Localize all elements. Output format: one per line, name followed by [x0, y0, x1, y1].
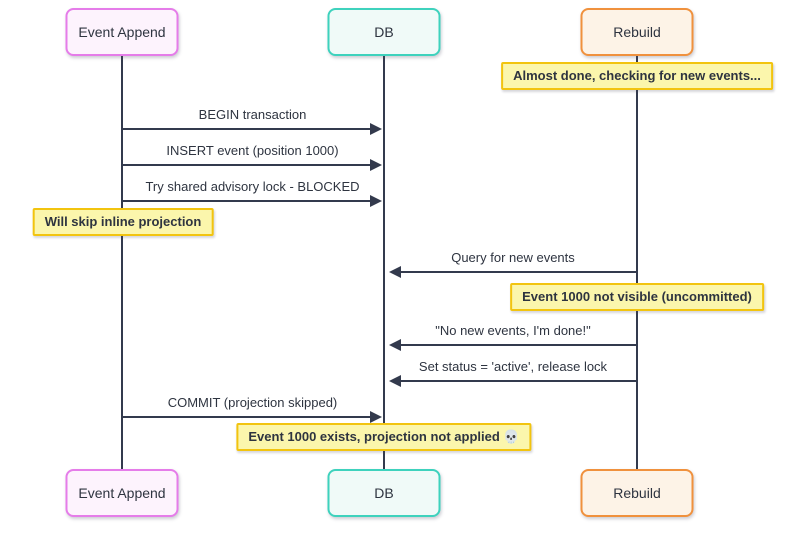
note-almost-done: Almost done, checking for new events...: [501, 62, 773, 90]
lifeline-event-append: [121, 56, 123, 469]
note-skip-inline-projection: Will skip inline projection: [32, 208, 214, 236]
message-label: BEGIN transaction: [198, 107, 307, 122]
arrowhead-right-icon: [370, 123, 382, 135]
message-label: Query for new events: [451, 250, 575, 265]
arrowhead-left-icon: [389, 375, 401, 387]
actor-label: Rebuild: [613, 485, 661, 501]
message-line: [123, 128, 375, 130]
lifeline-rebuild: [636, 56, 638, 469]
actor-label: DB: [374, 485, 394, 501]
note-projection-not-applied: Event 1000 exists, projection not applie…: [236, 423, 532, 451]
actor-top-event-append: Event Append: [65, 8, 179, 56]
actor-label: DB: [374, 24, 394, 40]
message-label: INSERT event (position 1000): [166, 143, 339, 158]
message-line: [123, 200, 375, 202]
note-event-not-visible: Event 1000 not visible (uncommitted): [510, 283, 764, 311]
message-line: [397, 344, 637, 346]
actor-label: Rebuild: [613, 24, 661, 40]
message-label: "No new events, I'm done!": [435, 323, 591, 338]
message-label: Try shared advisory lock - BLOCKED: [145, 179, 360, 194]
actor-top-rebuild: Rebuild: [580, 8, 694, 56]
actor-top-db: DB: [327, 8, 441, 56]
actor-label: Event Append: [78, 24, 166, 40]
message-line: [397, 380, 637, 382]
arrowhead-left-icon: [389, 266, 401, 278]
actor-bottom-rebuild: Rebuild: [580, 469, 694, 517]
actor-bottom-event-append: Event Append: [65, 469, 179, 517]
actor-label: Event Append: [78, 485, 166, 501]
arrowhead-right-icon: [370, 411, 382, 423]
arrowhead-right-icon: [370, 159, 382, 171]
arrowhead-right-icon: [370, 195, 382, 207]
actor-bottom-db: DB: [327, 469, 441, 517]
message-line: [123, 164, 375, 166]
arrowhead-left-icon: [389, 339, 401, 351]
message-label: COMMIT (projection skipped): [167, 395, 338, 410]
message-line: [397, 271, 637, 273]
message-label: Set status = 'active', release lock: [418, 359, 608, 374]
lifeline-db: [383, 56, 385, 469]
message-line: [123, 416, 375, 418]
